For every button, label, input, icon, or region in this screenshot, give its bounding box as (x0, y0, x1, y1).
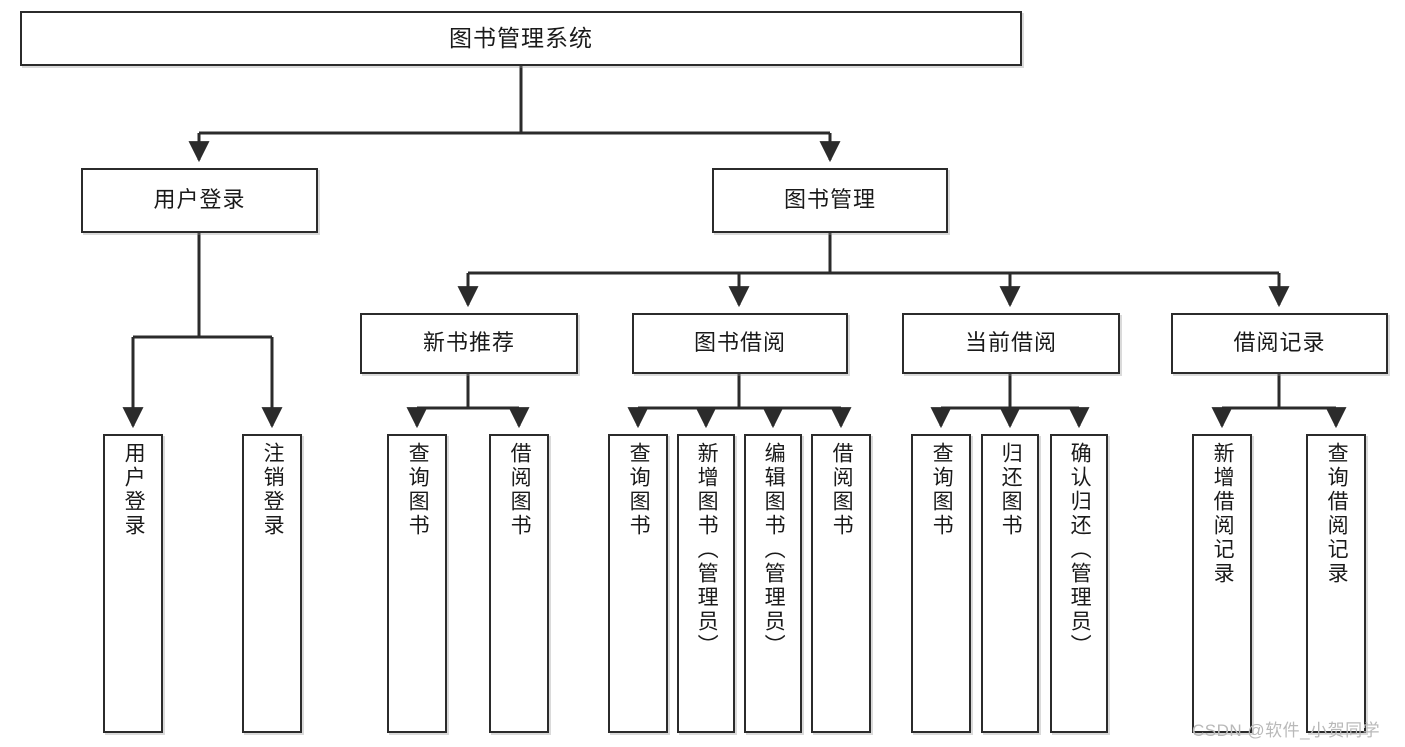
node-root-book-management-system[interactable]: 图书管理系统 (20, 11, 1022, 66)
node-label: 查询借阅记录 (1325, 442, 1349, 586)
leaf-user-login-signout[interactable]: 注销登录 (242, 434, 302, 733)
node-book-management[interactable]: 图书管理 (712, 168, 948, 233)
leaf-current-confirm-return-admin[interactable]: 确认归还（管理员） (1050, 434, 1108, 733)
node-label: 图书借阅 (693, 330, 786, 356)
node-label: 图书管理 (783, 187, 876, 213)
node-label: 确认归还（管理员） (1068, 442, 1092, 658)
node-current-borrow[interactable]: 当前借阅 (902, 313, 1120, 374)
node-label: 编辑图书（管理员） (762, 442, 786, 658)
node-label: 新增图书（管理员） (695, 442, 719, 658)
leaf-borrow-borrow-book[interactable]: 借阅图书 (811, 434, 871, 733)
node-label: 图书管理系统 (449, 24, 593, 51)
node-label: 查询图书 (930, 442, 954, 538)
node-label: 查询图书 (406, 442, 430, 538)
leaf-borrow-edit-book-admin[interactable]: 编辑图书（管理员） (744, 434, 802, 733)
node-label: 借阅图书 (508, 442, 532, 538)
node-label: 新书推荐 (422, 330, 515, 356)
csdn-watermark: CSDN @软件_小贺同学 (1192, 721, 1381, 740)
node-label: 用户登录 (122, 442, 146, 538)
leaf-recommend-query-book[interactable]: 查询图书 (387, 434, 447, 733)
node-label: 借阅记录 (1233, 330, 1326, 356)
node-label: 归还图书 (999, 442, 1023, 538)
node-user-login[interactable]: 用户登录 (81, 168, 318, 233)
leaf-current-return-book[interactable]: 归还图书 (981, 434, 1039, 733)
leaf-record-query-borrow-record[interactable]: 查询借阅记录 (1306, 434, 1366, 733)
leaf-current-query-book[interactable]: 查询图书 (911, 434, 971, 733)
leaf-record-add-borrow-record[interactable]: 新增借阅记录 (1192, 434, 1252, 733)
leaf-recommend-borrow-book[interactable]: 借阅图书 (489, 434, 549, 733)
node-label: 当前借阅 (964, 330, 1057, 356)
node-label: 新增借阅记录 (1211, 442, 1235, 586)
leaf-borrow-add-book-admin[interactable]: 新增图书（管理员） (677, 434, 735, 733)
node-book-borrow[interactable]: 图书借阅 (632, 313, 848, 374)
node-label: 用户登录 (153, 187, 246, 213)
node-borrow-record[interactable]: 借阅记录 (1171, 313, 1388, 374)
leaf-borrow-query-book[interactable]: 查询图书 (608, 434, 668, 733)
node-new-book-recommend[interactable]: 新书推荐 (360, 313, 578, 374)
node-label: 注销登录 (261, 442, 285, 538)
node-label: 查询图书 (627, 442, 651, 538)
leaf-user-login-signin[interactable]: 用户登录 (103, 434, 163, 733)
node-label: 借阅图书 (830, 442, 854, 538)
